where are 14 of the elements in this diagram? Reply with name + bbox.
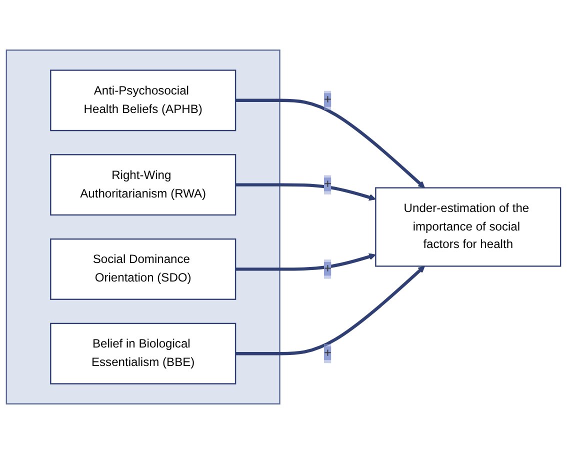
node-box: Social Dominance Orientation (SDO) xyxy=(50,238,236,300)
node-box: Under-estimation of the importance of social factors for health xyxy=(375,187,562,267)
arrow xyxy=(236,253,376,271)
edge-label: + xyxy=(324,93,332,107)
node-box: Anti-Psychosocial Health Beliefs (APHB) xyxy=(50,70,236,132)
node-box: Right-Wing Authoritarianism (RWA) xyxy=(50,154,236,216)
edge-label: + xyxy=(324,346,332,360)
node-box: Belief in Biological Essentialism (BBE) xyxy=(50,322,236,384)
edge-label: + xyxy=(324,178,332,192)
arrow xyxy=(236,98,425,188)
arrow xyxy=(236,183,376,201)
arrow xyxy=(236,266,425,356)
cluster xyxy=(6,50,280,404)
edge-label: + xyxy=(324,262,332,276)
